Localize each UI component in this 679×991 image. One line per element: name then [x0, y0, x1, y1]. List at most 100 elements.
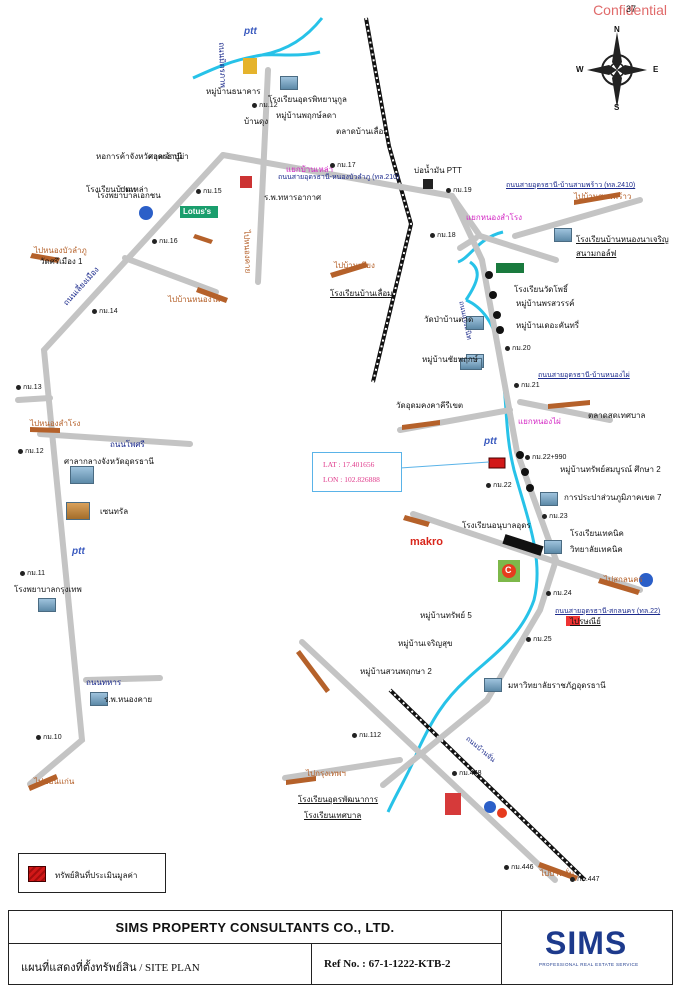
place-label: หมู่บ้านเดอะคันทรี่ [516, 321, 580, 330]
building-icon [280, 76, 298, 90]
coordinates-box: LAT : 17.401656 LON : 102.826888 [312, 452, 402, 492]
sims-logo-tagline: PROFESSIONAL REAL ESTATE SERVICE [539, 962, 639, 967]
road-label-thahan: ถนนทหาร [86, 678, 122, 687]
building-icon [460, 358, 482, 370]
place-label: ตลาดบ้านเลื่อม [336, 127, 389, 136]
place-label: เซนทรัล [100, 507, 129, 516]
river-north [192, 17, 324, 80]
legend-box: ทรัพย์สินที่ประเมินมูลค่า [18, 853, 166, 893]
esso-icon [484, 801, 496, 813]
place-label: โรงเรียนเทคนิค [570, 529, 624, 538]
place-label: หมู่บ้านพฤกษ์ลดา [276, 111, 337, 120]
sims-logo-text: SIMS [545, 925, 628, 961]
place-label: การประปาส่วนภูมิภาคเขต 7 [564, 493, 662, 502]
km-marker: กม.24 [546, 588, 572, 599]
place-label: ไปรษณีย์ [570, 617, 601, 626]
dir-label-9: ไปกรุงเทพฯ [306, 769, 346, 778]
ptt-logo-3: ptt [72, 546, 85, 557]
km-marker: กม.446 [504, 862, 533, 873]
km-marker: กม.15 [196, 186, 222, 197]
dir-label-3: ไปหนองบัวลำภู [34, 246, 87, 255]
temple-icon [243, 58, 257, 74]
place-label: บ้านดุง [244, 117, 269, 126]
km-marker: กม.22 [486, 480, 512, 491]
place-label: ศาลเจ้าปู่ย่า [148, 152, 189, 161]
page-number: 37 [626, 4, 637, 14]
ptt-station-icon [423, 179, 433, 189]
km-marker: กม.23 [542, 511, 568, 522]
building-icon [70, 466, 94, 484]
latlon-leader-line [399, 461, 490, 469]
bigc-label: C [505, 565, 512, 575]
ref-cell: Ref No. : 67-1-1222-KTB-2 [312, 944, 502, 984]
lotus-label: Lotus's [183, 207, 212, 216]
km-marker: กม.13 [16, 382, 42, 393]
place-label: ร.พ.หนองคาย [104, 695, 152, 704]
building-icon [544, 540, 562, 554]
place-label: บ่อน้ำมัน PTT [414, 166, 462, 175]
place-label: โรงพยาบาลกรุงเทพ [14, 585, 82, 594]
dir-label-2: ไปหนองคาย [242, 229, 253, 274]
lotus-logo [180, 206, 218, 218]
place-label: หมู่บ้านเจริญสุข [398, 639, 453, 648]
km-marker: กม.10 [36, 732, 62, 743]
place-label: สนามกอล์ฟ [576, 249, 617, 258]
place-label: วัดป่าบ้านตาด [424, 315, 474, 324]
place-label: โรงพยาบาลเอกชน [96, 191, 161, 200]
km-marker: กม.11 [20, 568, 45, 579]
ptt-logo-1: ptt [244, 26, 257, 37]
dir-label-1: ไปบ้านสามพร้าว [574, 192, 632, 201]
road-label-210: ถนนสายอุดรธานี-หนองบัวลำภู (ทล.210) [278, 174, 400, 181]
building-icon [466, 316, 484, 330]
km-marker: กม.22+990 [525, 452, 566, 463]
road-label-phosri: ถนนโพศรี [110, 440, 145, 449]
plan-cell: แผนที่แสดงที่ตั้งทรัพย์สิน / SITE PLAN [9, 944, 312, 984]
road-label-mittraphap: ถนนมิตรภาพ [217, 42, 228, 88]
km-marker: กม.17 [330, 160, 356, 171]
road-label-22: ถนนสายอุดรธานี-สกลนคร (ทล.22) [555, 608, 661, 615]
place-label: วิทยาลัยเทคนิค [570, 545, 623, 554]
place-label: วัดศรีเมือง 1 [40, 257, 83, 266]
km-marker: กม.21 [514, 380, 540, 391]
sims-logo: SIMS PROFESSIONAL REAL ESTATE SERVICE [503, 911, 672, 984]
km-marker: กม.16 [152, 236, 178, 247]
crossing-label-2: แยกหนองไผ่ [518, 417, 561, 426]
place-label: โรงเรียนวัดโพธิ์ [514, 285, 568, 294]
post-icon [566, 616, 580, 626]
road-label-2410: ถนนสายอุดรธานี-บ้านสามพร้าว (ทล.2410) [506, 182, 636, 189]
lon-value: LON : 102.826888 [323, 475, 380, 484]
caltex-icon [497, 808, 507, 818]
place-label: หมู่บ้านสวนพฤกษา 2 [360, 667, 432, 676]
ptt-logo-2: ptt [484, 436, 497, 447]
place-label: โรงเรียนเทศบาล [304, 811, 362, 820]
place-label: โรงเรียนบ้านเลื่อม [330, 289, 393, 298]
legend-label: ทรัพย์สินที่ประเมินมูลค่า [55, 871, 138, 880]
km-marker: กม.14 [92, 306, 118, 317]
place-label: หอการค้าจังหวัดอุดรธานี [96, 152, 183, 161]
dir-label-8: ไปขอนแก่น [34, 777, 75, 786]
km-marker: กม.12 [252, 100, 278, 111]
km-marker: กม.20 [505, 343, 531, 354]
map-canvas [15, 17, 653, 883]
compass-w: W [576, 65, 584, 74]
hospital-icon [240, 176, 252, 188]
place-label: โรงเรียนอุดรพิทยานุกูล [268, 95, 347, 104]
place-label: โรงเรียนอุดรพัฒนาการ [298, 795, 379, 804]
place-label: หมู่บ้านธนาคาร [206, 87, 261, 96]
place-label: โรงเรียนบ้านเหล่า [86, 185, 149, 194]
shell-icon-1 [139, 206, 153, 220]
road-network [15, 67, 643, 883]
place-label: หมู่บ้านชัยพฤกษ์ [422, 355, 478, 364]
company-cell: SIMS PROPERTY CONSULTANTS CO., LTD. [9, 911, 502, 944]
km-marker: กม.112 [352, 730, 381, 741]
km-marker: กม.25 [526, 634, 552, 645]
building-icon [540, 492, 558, 506]
title-block: SIMS PROPERTY CONSULTANTS CO., LTD. แผนท… [8, 910, 673, 985]
dir-label-7: ไปหนองสำโรง [30, 419, 81, 428]
confidential-watermark: Confidential [593, 2, 667, 18]
legend-swatch [28, 866, 46, 882]
place-label: มหาวิทยาลัยราชภัฏอุดรธานี [508, 681, 606, 690]
place-label: ร.พ.ทหารอากาศ [264, 193, 322, 202]
building-icon [66, 502, 90, 520]
